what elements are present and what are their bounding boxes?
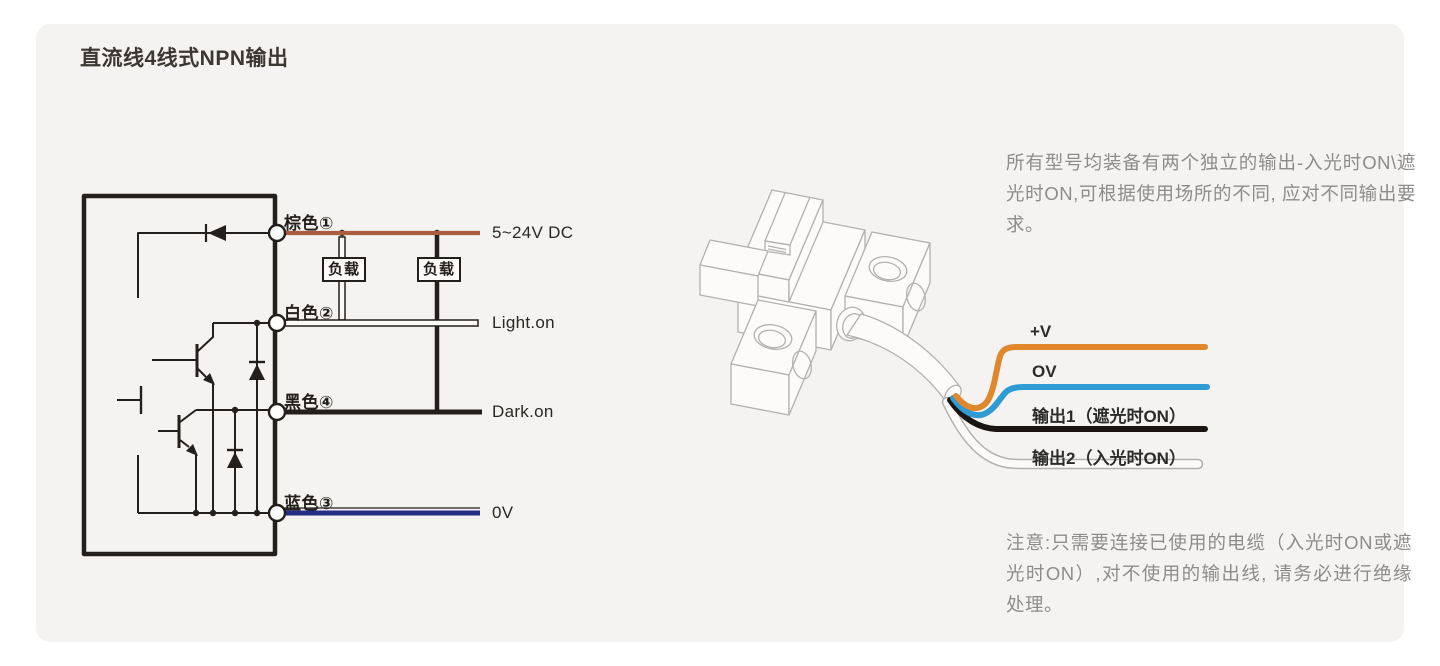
- lug-hole-side: [791, 350, 813, 380]
- sensor-description: 所有型号均装备有两个独立的输出-入光时ON\遮光时ON,可根据使用场所的不同, …: [1006, 152, 1416, 235]
- diode-symbol: [208, 225, 226, 241]
- sensor-output-wires: [941, 344, 1210, 470]
- terminal-blue: [267, 503, 287, 523]
- wire-label-dark-on: Dark.on: [492, 402, 554, 421]
- lug-hole-top: [753, 324, 793, 350]
- ground-rail: [137, 455, 270, 514]
- content-card: [36, 24, 1404, 642]
- terminal-white: [267, 313, 287, 333]
- sensor-illustration: [699, 189, 962, 416]
- lug-hole-side: [905, 282, 927, 312]
- output-label-0v: OV: [1032, 362, 1057, 381]
- terminal-brown: [267, 223, 287, 243]
- junction-dots: [192, 229, 441, 517]
- terminal-label-brown: 棕色①: [284, 214, 334, 233]
- transistor1-emitter: [197, 368, 207, 378]
- transistor2-emitter-arrow: [186, 444, 198, 456]
- load-box-1: 负载: [322, 257, 366, 282]
- orange-output-wire: [953, 344, 1208, 412]
- lug-hole-top: [868, 256, 908, 282]
- diodeA-symbol: [249, 364, 265, 380]
- npn-output-circuit: [81, 193, 441, 557]
- internal-supply-line: [137, 232, 275, 298]
- black-output-wire: [947, 397, 1208, 432]
- circuit-box: [81, 193, 278, 557]
- usage-note: 注意:只需要连接已使用的电缆（入光时ON或遮光时ON）,对不使用的输出线, 请务…: [1006, 532, 1412, 615]
- output-label-plus-v: +V: [1030, 322, 1052, 341]
- terminal-label-white: 白色②: [284, 304, 334, 323]
- sensor-fork-right: [788, 199, 824, 303]
- wire-label-0v: 0V: [492, 503, 514, 522]
- terminal-label-blue: 蓝色③: [284, 494, 334, 513]
- wire-label-supply: 5~24V DC: [492, 223, 574, 242]
- blue-output-wire: [950, 384, 1210, 419]
- wire-label-light-on: Light.on: [492, 313, 555, 332]
- white-output-wire: [943, 398, 1202, 468]
- output-label-out2: 输出2（入光时ON）: [1032, 449, 1186, 468]
- load-box-2: 负载: [417, 257, 461, 282]
- transistor2-collector: [179, 409, 197, 423]
- page-title: 直流线4线式NPN输出: [80, 47, 289, 70]
- diodeB-symbol: [227, 452, 243, 468]
- output-label-out1: 输出1（遮光时ON）: [1032, 407, 1186, 426]
- transistor2-emitter: [179, 439, 190, 448]
- terminal-circles: [267, 223, 287, 523]
- sensor-left-lug: [730, 299, 817, 416]
- terminal-label-black: 黑色④: [284, 393, 334, 412]
- terminal-black: [267, 402, 287, 422]
- transistor1-collector: [197, 322, 270, 352]
- sensor-slot: [764, 192, 811, 256]
- transistor1-emitter-arrow: [203, 373, 215, 385]
